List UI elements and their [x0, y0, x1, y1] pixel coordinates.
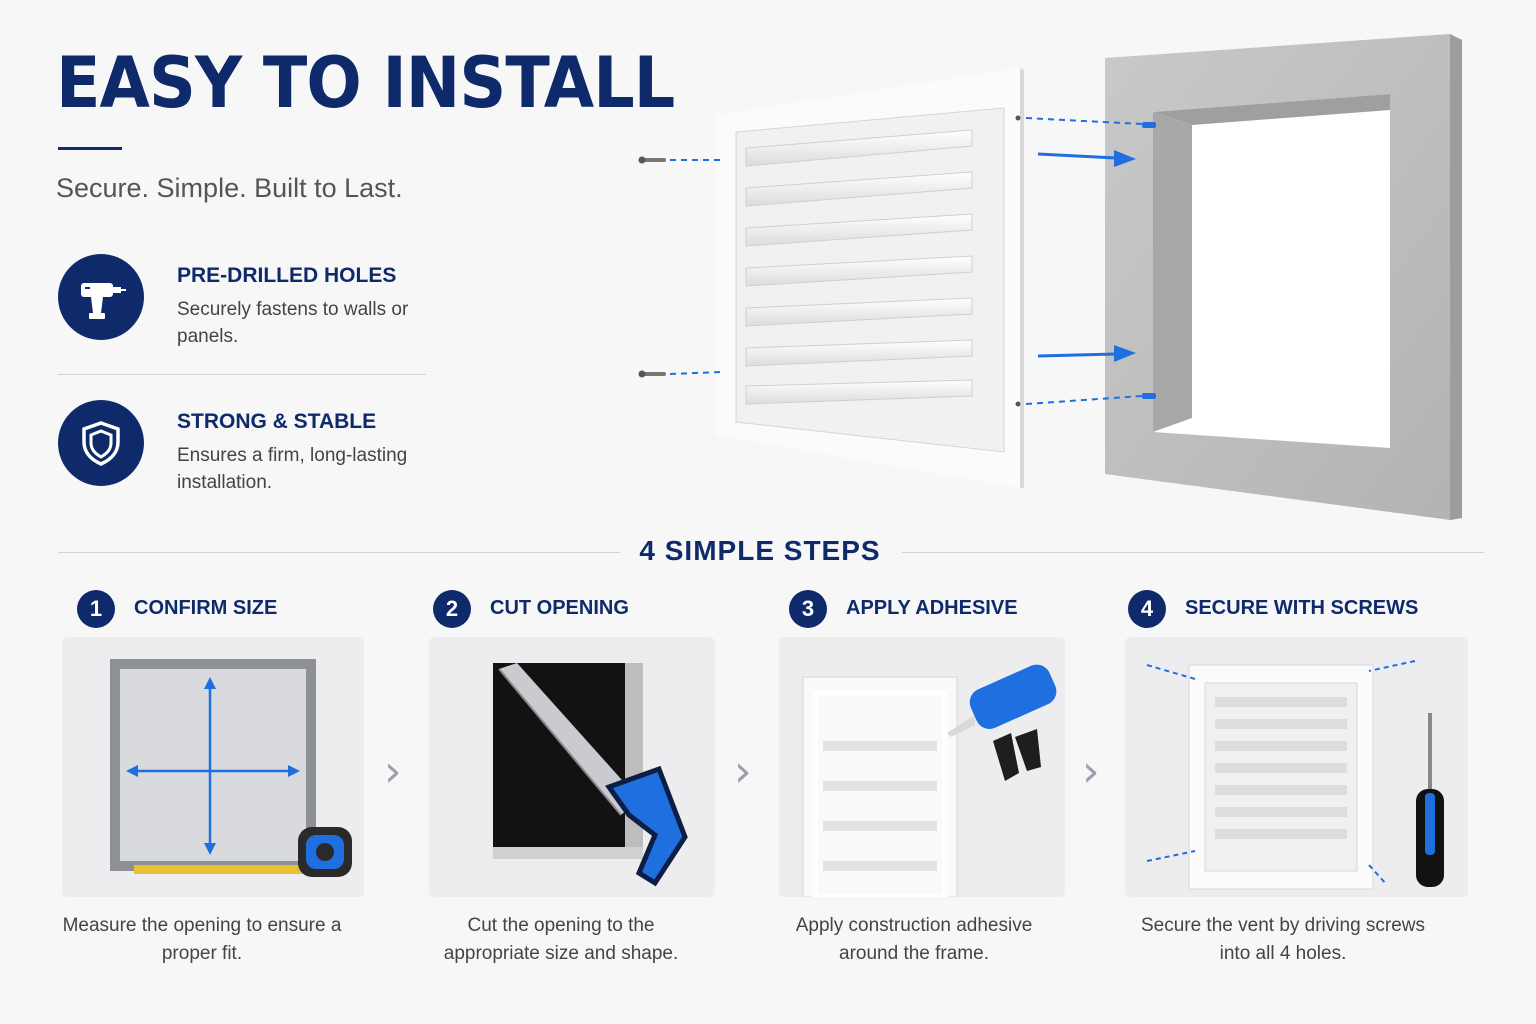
step-label: CONFIRM SIZE: [134, 597, 278, 619]
chevron-right-icon: ›: [1082, 746, 1100, 797]
steps-rule-left: [58, 552, 620, 553]
feature-pre-drilled-holes: PRE-DRILLED HOLES Securely fastens to wa…: [56, 252, 436, 352]
step-label: SECURE WITH SCREWS: [1185, 597, 1419, 619]
hero-illustration: [638, 34, 1462, 520]
step-number: 4: [1128, 590, 1166, 628]
steps-title: 4 SIMPLE STEPS: [639, 535, 881, 566]
step-image: [62, 637, 364, 897]
step-image: [779, 637, 1065, 897]
feature-title: PRE-DRILLED HOLES: [177, 264, 397, 287]
step-image: [1125, 637, 1468, 897]
caulk-gun-icon: [947, 664, 1057, 781]
step-description: Secure the vent by driving screws into a…: [1140, 915, 1426, 964]
screw-icon: [638, 370, 666, 378]
feature-description: Securely fastens to walls or panels.: [177, 299, 409, 347]
step-label: APPLY ADHESIVE: [846, 597, 1018, 619]
arrow-right-icon: [1037, 345, 1136, 362]
step-description: Cut the opening to the appropriate size …: [443, 915, 679, 964]
vent-grille: [716, 68, 1024, 488]
vent-louvers: [1215, 697, 1347, 839]
alignment-guides: [1146, 660, 1416, 886]
step-number: 1: [77, 590, 115, 628]
feature-strong-stable: STRONG & STABLE Ensures a firm, long-las…: [56, 398, 436, 498]
alignment-guides: [669, 117, 1143, 405]
drill-icon: [58, 254, 144, 340]
page-title: EASY TO INSTALL: [56, 42, 675, 124]
step-label: CUT OPENING: [490, 597, 629, 619]
step-image: [429, 637, 715, 897]
screw-icon: [638, 156, 666, 164]
feature-divider: [58, 374, 426, 375]
feature-title: STRONG & STABLE: [177, 410, 377, 433]
step-number: 2: [433, 590, 471, 628]
measurement-arrows: [134, 683, 292, 849]
title-underline: [58, 147, 122, 150]
arrow-right-icon: [1037, 150, 1136, 167]
step-number: 3: [789, 590, 827, 628]
vent-louvers: [745, 129, 973, 405]
wall-frame: [1105, 34, 1462, 520]
tagline: Secure. Simple. Built to Last.: [56, 173, 403, 203]
vent-louvers: [823, 741, 937, 871]
screwdriver-icon: [1416, 713, 1444, 887]
shield-icon: [58, 400, 144, 486]
chevron-right-icon: ›: [734, 746, 752, 797]
tape-measure-icon: [134, 827, 352, 877]
steps-rule-right: [902, 552, 1484, 553]
chevron-right-icon: ›: [384, 746, 402, 797]
hand-saw-icon: [498, 663, 688, 887]
anchor-icon: [1142, 122, 1156, 399]
step-description: Measure the opening to ensure a proper f…: [62, 915, 342, 964]
step-description: Apply construction adhesive around the f…: [795, 915, 1033, 964]
feature-description: Ensures a firm, long-lasting installatio…: [177, 445, 408, 493]
